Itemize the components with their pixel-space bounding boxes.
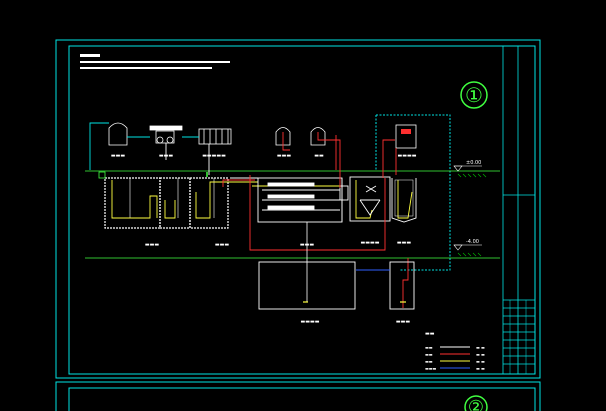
label-basin4: ▬▬▬▬: [361, 240, 380, 246]
filter-tank: [391, 178, 417, 223]
label-bottom1: ▬▬▬▬: [301, 319, 320, 325]
next-sheet-number-text: ②: [468, 397, 484, 411]
next-sheet-number: ②: [464, 395, 488, 411]
label-basin1: ▬▬▬: [145, 242, 159, 248]
basin-left: [104, 177, 229, 229]
legend-item-name: ▬▬: [425, 352, 433, 357]
control-cabinet: [395, 124, 417, 149]
legend-item: ▬▬ ▬ ▬: [425, 359, 485, 364]
legend-item-name: ▬▬▬: [425, 366, 437, 371]
legend: ▬▬ ▬▬ ▬ ▬ ▬▬ ▬ ▬ ▬▬ ▬ ▬ ▬▬▬ ▬ ▬: [425, 331, 485, 371]
label-cabinet: ▬▬▬▬: [398, 153, 417, 159]
feed-line: [89, 122, 199, 170]
legend-item-code: ▬ ▬: [476, 352, 485, 357]
elevation-top-text: ±0.00: [466, 160, 481, 166]
legend-items: ▬▬ ▬ ▬ ▬▬ ▬ ▬ ▬▬ ▬ ▬ ▬▬▬ ▬ ▬: [425, 345, 485, 371]
elevation-bottom: -4.00: [453, 239, 482, 257]
legend-item-code: ▬ ▬: [476, 366, 485, 371]
bottom-tank-small: [389, 261, 415, 310]
next-sheet-inner: [68, 387, 536, 411]
legend-item: ▬▬▬ ▬ ▬: [425, 366, 485, 371]
storage-tank: [108, 122, 128, 146]
settling-tank: [349, 176, 391, 222]
air-pipes: [165, 143, 340, 211]
sludge-pipes: [222, 132, 409, 308]
label-basin5: ▬▬▬: [397, 240, 411, 246]
header-notes: [80, 54, 230, 69]
sheet-number: ①: [460, 81, 488, 109]
next-sheet-frame: [55, 381, 541, 411]
dosing-tank-2: [310, 127, 326, 146]
inlet-marker: [98, 171, 106, 179]
cabinet-enclosure: [375, 114, 451, 271]
inner-frame: [68, 45, 536, 375]
elevation-top: ±0.00: [453, 160, 487, 178]
label-tank1: ▬▬▬: [111, 153, 125, 159]
outer-frame: [55, 39, 541, 379]
legend-item-name: ▬▬: [425, 345, 433, 350]
legend-item: ▬▬ ▬ ▬: [425, 352, 485, 357]
elevation-bottom-text: -4.00: [466, 239, 479, 245]
reaction-tank: [257, 177, 349, 223]
legend-item: ▬▬ ▬ ▬: [425, 345, 485, 350]
label-basin2: ▬▬▬: [215, 242, 229, 248]
legend-item-name: ▬▬: [425, 359, 433, 364]
label-unit: ▬▬▬▬▬: [202, 153, 226, 159]
blower-unit: [149, 125, 183, 144]
label-bottom2: ▬▬▬: [396, 319, 410, 325]
control-unit: [198, 128, 232, 145]
dosing-tank-1: [275, 127, 291, 146]
label-dosing1: ▬▬▬: [277, 153, 291, 159]
sheet-number-text: ①: [465, 83, 483, 107]
water-pipes: [111, 180, 413, 219]
legend-item-code: ▬ ▬: [476, 345, 485, 350]
basin-walls: [129, 178, 215, 218]
title-block: [502, 46, 535, 374]
legend-item-code: ▬ ▬: [476, 359, 485, 364]
legend-title: ▬▬: [425, 331, 435, 337]
label-dosing2: ▬▬: [314, 153, 324, 159]
